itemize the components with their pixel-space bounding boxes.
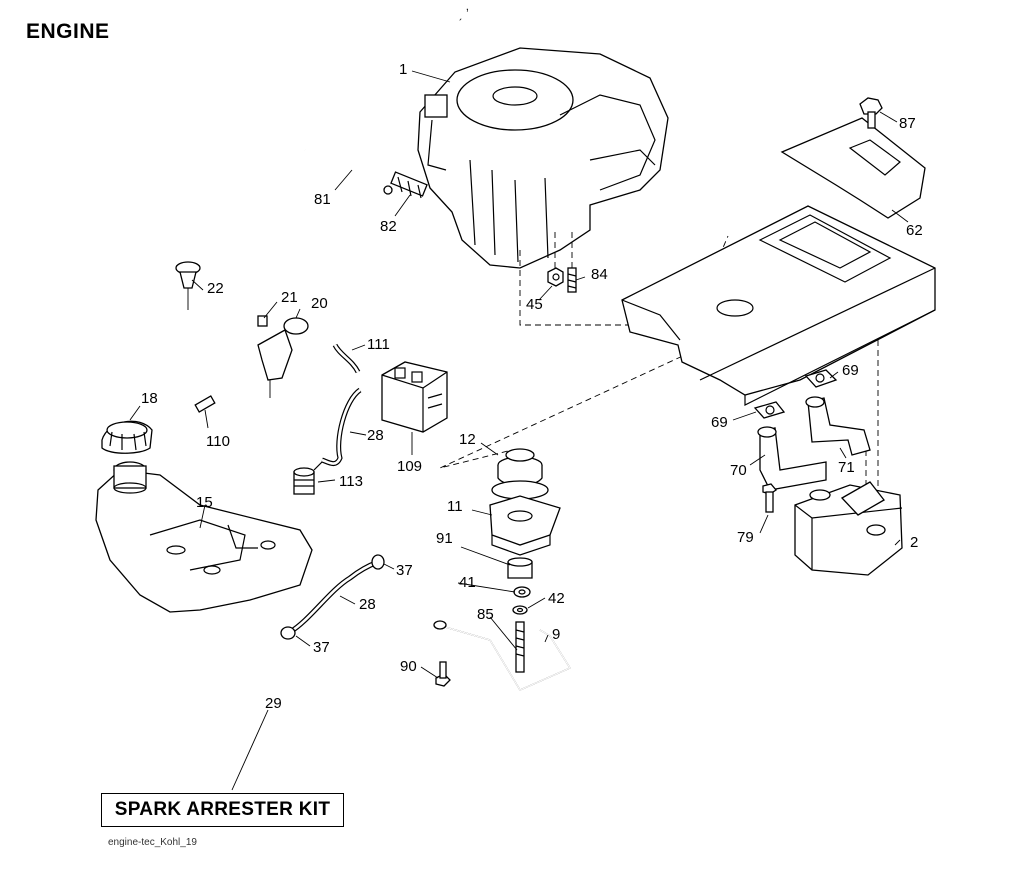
clamp-37-lower xyxy=(280,626,296,640)
label-12: 12 xyxy=(459,431,476,448)
label-28a: 28 xyxy=(367,427,384,444)
label-69b: 69 xyxy=(711,414,728,431)
label-111: 111 xyxy=(367,336,390,353)
label-70: 70 xyxy=(730,462,747,479)
label-2: 2 xyxy=(910,534,918,551)
spacer-91 xyxy=(507,557,533,579)
page-title: ENGINE xyxy=(26,20,110,43)
knob-22 xyxy=(175,261,201,310)
part-labels: 1 2 9 11 12 15 18 20 21 22 28 28 29 37 3… xyxy=(141,61,923,712)
label-9: 9 xyxy=(552,626,560,643)
exhaust-pipe-71 xyxy=(805,396,871,456)
label-18: 18 xyxy=(141,390,158,407)
label-42: 42 xyxy=(548,590,565,607)
label-85: 85 xyxy=(477,606,494,623)
chassis-frame xyxy=(621,205,936,406)
label-91: 91 xyxy=(436,530,453,547)
label-20: 20 xyxy=(311,295,328,312)
label-87: 87 xyxy=(899,115,916,132)
clamp-37-upper xyxy=(371,554,385,570)
gasket-69a xyxy=(804,369,838,388)
canister-109 xyxy=(381,361,448,433)
label-110: 110 xyxy=(206,433,230,450)
bolt-90 xyxy=(435,661,451,687)
heat-shield-62 xyxy=(780,117,926,219)
figure-caption: engine-tec_Kohl_19 xyxy=(108,837,197,848)
fuel-line-81 xyxy=(304,148,392,187)
label-45: 45 xyxy=(526,296,543,313)
label-90: 90 xyxy=(400,658,417,675)
bolt-85 xyxy=(515,621,525,673)
fuel-line-28-upper xyxy=(321,387,362,467)
bolt-84 xyxy=(567,267,577,293)
label-1: 1 xyxy=(399,61,407,78)
label-11: 11 xyxy=(447,498,463,515)
label-113: 113 xyxy=(339,473,363,490)
nut-45 xyxy=(547,267,564,287)
bolt-79 xyxy=(762,483,777,513)
leader-lines xyxy=(129,70,909,791)
fuel-filter-113 xyxy=(293,461,323,495)
fuel-tank-15 xyxy=(95,461,313,613)
label-21: 21 xyxy=(281,289,298,306)
label-69a: 69 xyxy=(842,362,859,379)
label-28b: 28 xyxy=(359,596,376,613)
label-37a: 37 xyxy=(396,562,413,579)
washer-41 xyxy=(513,586,531,598)
label-81: 81 xyxy=(314,191,331,208)
top-cut-mark: ˏ ʼ xyxy=(458,6,469,21)
label-109: 109 xyxy=(397,458,422,475)
bolt-87 xyxy=(859,97,883,129)
engine-block xyxy=(417,47,669,269)
fuel-fitting-82 xyxy=(383,171,428,199)
exhaust-pipe-70 xyxy=(757,426,827,491)
spark-arrester-kit-box: SPARK ARRESTER KIT xyxy=(101,793,344,827)
fuel-line-111 xyxy=(332,343,361,374)
label-41: 41 xyxy=(459,574,476,591)
label-84: 84 xyxy=(591,266,608,283)
label-22: 22 xyxy=(207,280,224,297)
fuel-cap-18 xyxy=(101,420,153,454)
bolt-21 xyxy=(257,315,268,327)
filter-110 xyxy=(194,395,216,413)
label-62: 62 xyxy=(906,222,923,239)
label-71: 71 xyxy=(838,459,855,476)
pulley-12 xyxy=(491,448,549,500)
throttle-20 xyxy=(257,317,309,398)
label-37b: 37 xyxy=(313,639,330,656)
fuel-line-28-lower xyxy=(288,559,379,635)
gasket-69b xyxy=(753,401,786,419)
washer-42 xyxy=(512,605,528,615)
label-15: 15 xyxy=(196,494,213,511)
label-29: 29 xyxy=(265,695,282,712)
pto-clutch-11 xyxy=(489,495,561,556)
bracket-9 xyxy=(433,620,571,691)
spark-arrester-kit-label: SPARK ARRESTER KIT xyxy=(114,799,331,820)
label-82: 82 xyxy=(380,218,397,235)
label-79: 79 xyxy=(737,529,754,546)
muffler-2 xyxy=(794,481,903,576)
